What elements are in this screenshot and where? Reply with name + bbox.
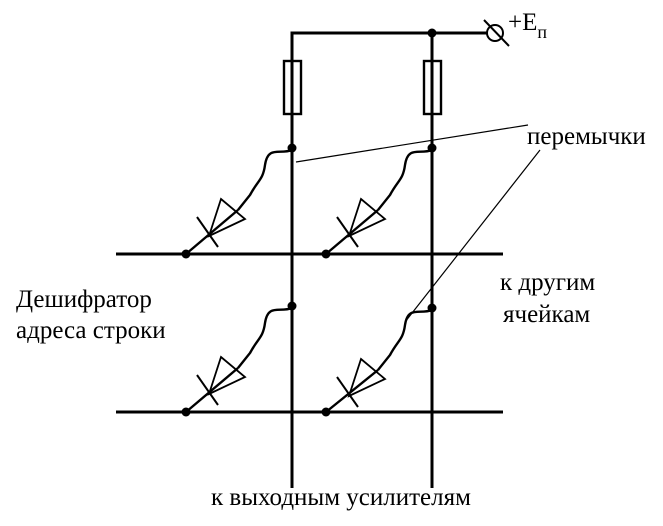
diode-icon bbox=[325, 197, 387, 255]
decoder-label-line2: адреса строки bbox=[16, 317, 166, 344]
fusible-link bbox=[377, 148, 433, 211]
memory-cell-r2-c2 bbox=[321, 303, 437, 417]
fusible-link bbox=[377, 308, 433, 371]
diode-icon bbox=[185, 355, 247, 413]
leader-line bbox=[295, 124, 529, 163]
memory-cell-r1-c1 bbox=[181, 143, 297, 259]
output-label: к выходным усилителям bbox=[211, 484, 471, 511]
fusible-link bbox=[237, 148, 293, 211]
supply-terminal bbox=[483, 19, 510, 47]
decoder-label-line1: Дешифратор bbox=[16, 286, 152, 313]
supply-label: +Eп bbox=[508, 9, 548, 42]
resistor-1 bbox=[282, 59, 303, 116]
fusible-link bbox=[237, 306, 293, 369]
other-cells-label-line1: к другим bbox=[500, 269, 596, 296]
leader-line bbox=[404, 149, 541, 323]
memory-cell-r1-c2 bbox=[321, 143, 437, 259]
supply-rail bbox=[290, 31, 487, 150]
diode-icon bbox=[325, 357, 387, 413]
other-cells-label-line2: ячейкам bbox=[503, 301, 591, 328]
diode-icon bbox=[185, 197, 247, 255]
memory-cell-r2-c1 bbox=[181, 301, 297, 417]
resistor-2 bbox=[422, 59, 443, 116]
jumpers-label: перемычки bbox=[527, 123, 646, 150]
